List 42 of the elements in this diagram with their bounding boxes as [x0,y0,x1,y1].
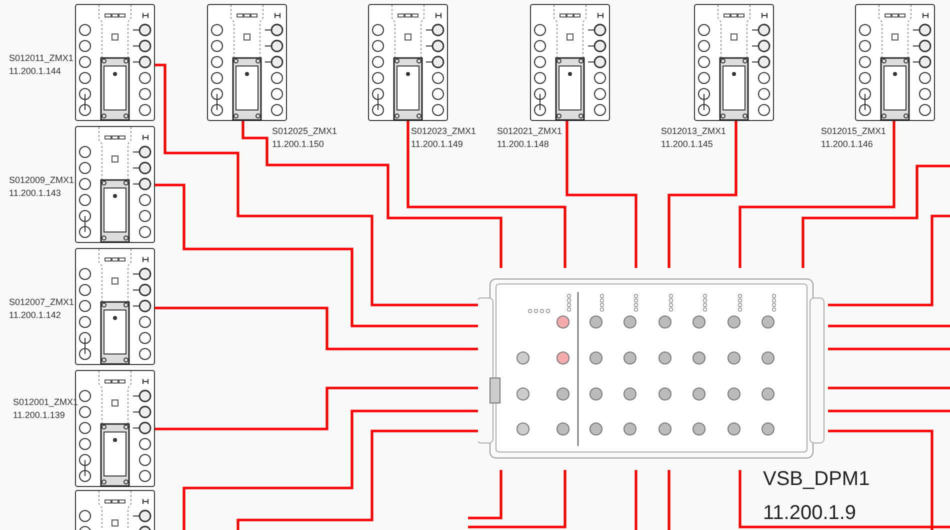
cable-line [182,410,478,530]
ip-address: 11.200.1.143 [9,187,62,200]
cable-line [634,470,638,530]
device-name: S012025_ZMX1 [272,125,338,138]
cable-line [468,470,566,528]
cable-line [828,410,950,412]
ip-address: 11.200.1.148 [497,138,550,151]
cable-line [738,470,950,528]
cable-line [155,64,478,306]
device-name: S012013_ZMX1 [661,125,726,138]
device-name: S012023_ZMX1 [411,125,476,138]
cable-line [802,164,950,268]
ip-address: 11.200.1.146 [821,138,874,151]
ip-address: 11.200.1.149 [411,138,464,151]
cable-line [668,470,670,530]
cable-line [468,470,502,520]
cable-line [155,306,478,350]
ip-address: 11.200.1.139 [13,409,66,422]
ip-address: 11.200.1.142 [9,309,62,322]
cable-line [155,386,478,430]
cable-line [738,121,896,268]
cable-line [242,121,502,268]
cable-line [828,430,934,530]
device-name: S012015_ZMX1 [821,125,886,138]
device-name: S012021_ZMX1 [497,125,562,138]
device-name: S012007_ZMX1 [9,296,74,309]
ip-address: 11.200.1.9 [763,501,858,526]
cable-line [828,386,950,390]
ip-address: 11.200.1.144 [9,65,62,78]
cable-line [566,121,638,268]
cable-line [828,348,950,350]
cable-line [828,324,950,328]
cable-line [406,121,566,268]
cable-line [236,430,478,530]
cable-line [155,184,478,328]
device-name: S012011_ZMX1 [9,52,74,65]
cable-line [828,214,950,306]
device-name: VSB_DPM1 [763,467,870,492]
ip-address: 11.200.1.150 [272,138,325,151]
ip-address: 11.200.1.145 [661,138,714,151]
cable-line [668,121,738,268]
device-name: S012009_ZMX1 [9,174,74,187]
